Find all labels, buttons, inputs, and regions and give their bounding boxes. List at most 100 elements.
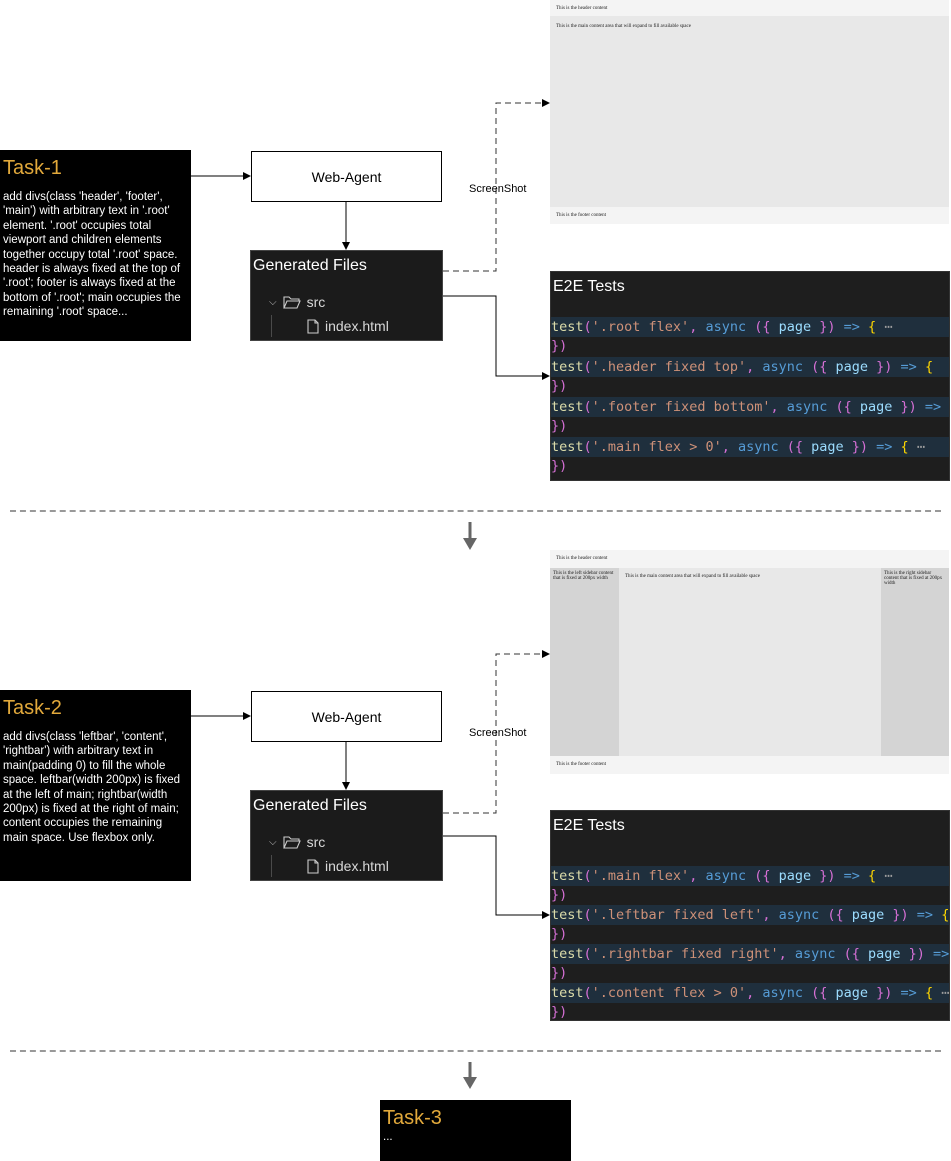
- test-case-close: }): [551, 885, 949, 905]
- test-name: '.content flex > 0': [591, 985, 747, 1001]
- screenshot-preview-2: This is the header content This is the l…: [550, 550, 949, 774]
- generated-files-panel: Generated Files ⌵ src index.html: [250, 250, 443, 341]
- generated-files-title: Generated Files: [253, 257, 367, 274]
- arrow-token: =>: [868, 439, 893, 455]
- test-case-line[interactable]: test('.leftbar fixed left', async ({ pag…: [551, 905, 949, 925]
- test-fn-token: test: [551, 946, 584, 962]
- task-title: Task-3: [383, 1107, 442, 1129]
- preview-header-text: This is the header content: [556, 556, 608, 561]
- folder-row[interactable]: ⌵ src: [269, 294, 325, 310]
- brace-token: {: [859, 868, 877, 884]
- arrow-token: =>: [908, 907, 934, 923]
- task-3-box: Task-3 ...: [380, 1100, 571, 1161]
- folder-row[interactable]: ⌵ src: [269, 834, 325, 850]
- preview-footer-text: This is the footer content: [556, 762, 606, 767]
- test-case-line[interactable]: test('.main flex > 0', async ({ page }) …: [551, 437, 949, 457]
- brace-token: {: [859, 319, 877, 335]
- test-case-close: }): [551, 336, 949, 356]
- async-keyword: async: [786, 399, 828, 415]
- preview-header-text: This is the header content: [556, 6, 608, 11]
- file-row[interactable]: index.html: [307, 858, 389, 874]
- comma-token: ,: [762, 907, 779, 923]
- task-2-box: Task-2 add divs(class 'leftbar', 'conten…: [0, 690, 191, 881]
- files2-to-screenshot-arrow: [443, 650, 550, 814]
- args-close-token: }): [900, 946, 925, 962]
- brace-token: {: [941, 399, 949, 415]
- args-open-token: ({: [819, 907, 852, 923]
- paren-token: (: [583, 399, 592, 415]
- async-keyword: async: [705, 319, 747, 335]
- comma-token: ,: [689, 868, 706, 884]
- tree-guide: [271, 315, 272, 337]
- test-name: '.root flex': [591, 319, 690, 335]
- brace-token: {: [933, 907, 949, 923]
- web-agent-box: Web-Agent: [251, 151, 442, 202]
- async-keyword: async: [705, 868, 747, 884]
- args-open-token: ({: [803, 359, 836, 375]
- test-fn-token: test: [551, 985, 584, 1001]
- test-fn-token: test: [551, 907, 584, 923]
- paren-token: (: [583, 946, 592, 962]
- args-open-token: ({: [746, 319, 779, 335]
- files2-to-tests-arrow: [443, 835, 550, 919]
- generated-files-panel: Generated Files ⌵ src index.html: [250, 790, 443, 881]
- brace-token: {: [916, 359, 934, 375]
- e2e-tests-title: E2E Tests: [553, 817, 625, 834]
- page-param: page: [778, 868, 812, 884]
- test-case-close: }): [551, 963, 949, 983]
- web-agent-box: Web-Agent: [251, 691, 442, 742]
- test-case-close: }): [551, 376, 949, 396]
- files1-to-tests-arrow: [443, 295, 550, 380]
- close-token: }): [551, 887, 568, 903]
- folder-name: src: [306, 294, 326, 310]
- page-param: page: [859, 399, 893, 415]
- file-row[interactable]: index.html: [307, 318, 389, 334]
- task-title: Task-1: [3, 157, 62, 179]
- preview-header: This is the header content: [550, 0, 949, 16]
- preview-leftbar-text: This is the left sidebar content that is…: [553, 571, 614, 581]
- e2e-tests-panel-2: E2E Tests test('.main flex', async ({ pa…: [550, 810, 950, 1021]
- collapsed-ellipsis: ⋯: [876, 868, 893, 884]
- task-description: ...: [383, 1131, 393, 1143]
- async-keyword: async: [737, 439, 779, 455]
- folder-open-icon: [282, 836, 301, 849]
- paren-token: (: [583, 359, 592, 375]
- arrow-token: =>: [835, 319, 860, 335]
- folder-name: src: [306, 834, 326, 850]
- preview-main-text: This is the main content area that will …: [556, 24, 691, 29]
- args-close-token: }): [843, 439, 869, 455]
- close-token: }): [551, 418, 568, 434]
- comma-token: ,: [746, 985, 763, 1001]
- args-open-token: ({: [746, 868, 779, 884]
- test-case-line[interactable]: test('.footer fixed bottom', async ({ pa…: [551, 397, 949, 417]
- arrow-token: =>: [892, 985, 917, 1001]
- test-case-line[interactable]: test('.main flex', async ({ page }) => {…: [551, 866, 949, 886]
- test-name: '.main flex': [591, 868, 690, 884]
- screenshot-label: ScreenShot: [469, 183, 527, 195]
- comma-token: ,: [689, 319, 706, 335]
- args-open-token: ({: [778, 439, 812, 455]
- test-fn-token: test: [551, 868, 584, 884]
- page-param: page: [835, 985, 869, 1001]
- args-close-token: }): [868, 359, 893, 375]
- args-close-token: }): [811, 319, 836, 335]
- test-case-line[interactable]: test('.header fixed top', async ({ page …: [551, 357, 949, 377]
- args-open-token: ({: [827, 399, 860, 415]
- collapsed-ellipsis: ⋯: [908, 439, 925, 455]
- comma-token: ,: [746, 359, 763, 375]
- section-separator: [10, 1050, 941, 1052]
- args-close-token: }): [884, 907, 909, 923]
- paren-token: (: [583, 907, 592, 923]
- collapsed-ellipsis: ⋯: [876, 319, 893, 335]
- preview-footer: This is the footer content: [550, 207, 949, 224]
- test-name: '.leftbar fixed left': [591, 907, 763, 923]
- test-case-line[interactable]: test('.content flex > 0', async ({ page …: [551, 983, 949, 1003]
- close-token: }): [551, 378, 568, 394]
- test-case-line[interactable]: test('.root flex', async ({ page }) => {…: [551, 317, 949, 337]
- test-case-line[interactable]: test('.rightbar fixed right', async ({ p…: [551, 944, 949, 964]
- brace-token: {: [892, 439, 909, 455]
- page-param: page: [811, 439, 844, 455]
- test-case-close: }): [551, 456, 949, 476]
- test-fn-token: test: [551, 319, 584, 335]
- section-separator: [10, 510, 941, 512]
